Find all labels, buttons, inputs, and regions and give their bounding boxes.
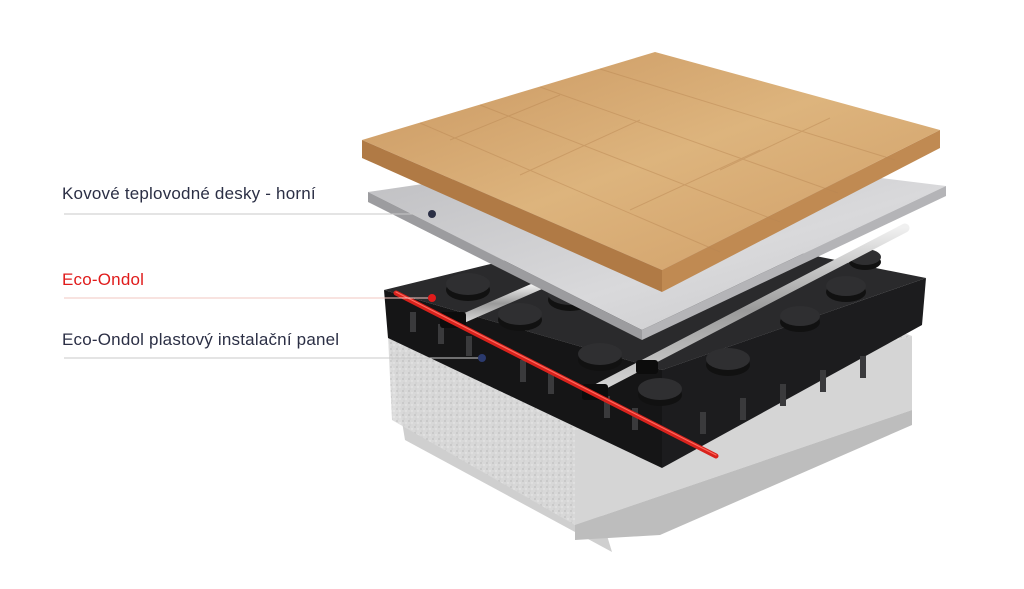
heating-pipe [393,290,719,459]
leader-lines [64,210,486,362]
wood-floor-layer [362,52,940,292]
leader-dot-metal-plate [428,210,436,218]
leader-dot-eco-ondol [428,294,436,302]
leader-dot-plastic-panel [478,354,486,362]
label-metal-plates: Kovové teplovodné desky - horní [62,184,316,203]
label-eco-ondol: Eco-Ondol [62,270,145,289]
label-plastic-panel: Eco-Ondol plastový instalační panel [62,330,340,349]
